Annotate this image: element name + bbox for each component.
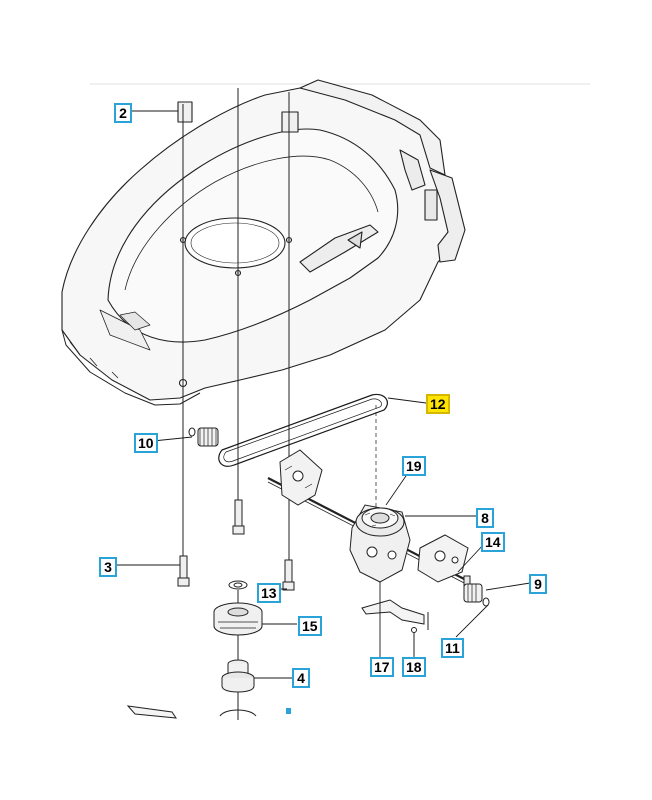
mower-deck (61, 79, 466, 406)
drive-belt (218, 393, 388, 467)
callout-17[interactable]: 17 (370, 657, 394, 677)
blade-adapter-4 (221, 659, 255, 693)
right-pinion (463, 575, 490, 607)
washer (228, 580, 248, 590)
bolt-13 (282, 559, 295, 591)
callout-3[interactable]: 3 (99, 557, 117, 577)
leader-lines (111, 110, 531, 679)
callout-19[interactable]: 19 (402, 456, 426, 476)
left-axle-housing (279, 449, 323, 506)
blade-pulley-15 (213, 602, 263, 636)
callout-10[interactable]: 10 (134, 433, 158, 453)
gearbox (349, 504, 411, 583)
callout-13[interactable]: 13 (257, 583, 281, 603)
bolt-left (232, 499, 245, 535)
callout-9[interactable]: 9 (529, 574, 547, 594)
callout-14[interactable]: 14 (481, 532, 505, 552)
callout-18[interactable]: 18 (402, 657, 426, 677)
callout-4[interactable]: 4 (292, 668, 310, 688)
mounting-bracket (361, 599, 429, 656)
callout-11[interactable]: 11 (441, 638, 464, 658)
drive-pinion (188, 427, 219, 447)
callout-15[interactable]: 15 (298, 616, 322, 636)
partial-callout-mark (286, 708, 291, 714)
callout-12[interactable]: 12 (426, 394, 450, 414)
bolt-3 (177, 555, 190, 587)
right-axle-housing (417, 534, 469, 583)
callout-2[interactable]: 2 (114, 103, 132, 123)
blade-partial (126, 705, 257, 719)
callout-8[interactable]: 8 (476, 508, 494, 528)
